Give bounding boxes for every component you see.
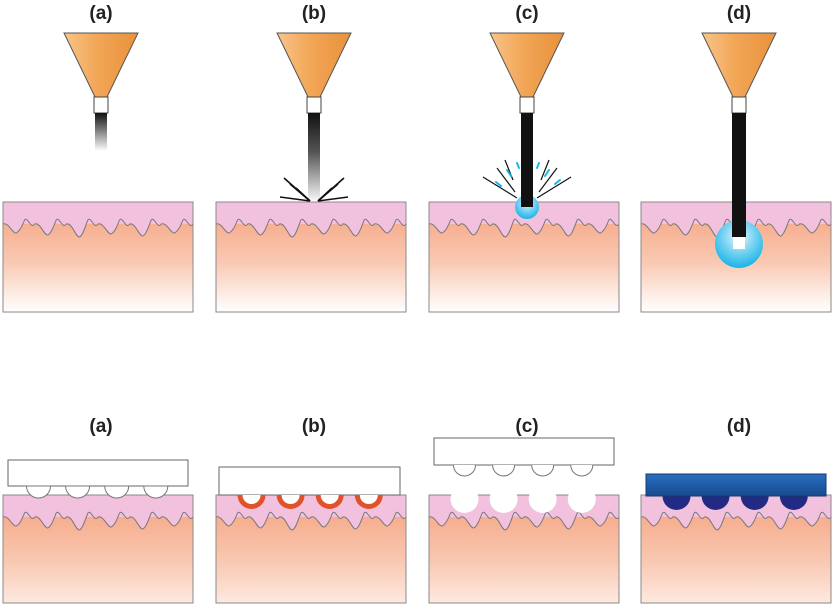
microneedle-patch-lifted [433, 437, 615, 466]
nozzle-tip [93, 96, 109, 114]
splash-line-1 [496, 167, 516, 193]
jet-stream-short [95, 113, 107, 151]
droplet-3 [554, 179, 561, 185]
epidermis-boundary [2, 511, 194, 531]
liquid-droplets [495, 162, 561, 187]
skin-block-bottom-1 [215, 494, 407, 604]
droplet-0 [506, 169, 512, 177]
nozzle-tip [306, 96, 322, 114]
epidermis-ridges [641, 212, 831, 238]
bottom-label-3: (d) [727, 416, 751, 437]
needle-core-3 [359, 495, 378, 504]
microneedle-3 [143, 485, 169, 499]
lifted-needle-3 [570, 464, 594, 477]
droplet-2 [544, 169, 550, 177]
splash-line-left-low [279, 196, 311, 202]
nozzle-0 [63, 32, 139, 114]
droplet-4 [516, 162, 520, 169]
dissolving-needle-3 [779, 496, 808, 511]
top-label-3: (d) [727, 3, 751, 24]
dissolving-needle-2 [740, 496, 769, 511]
epidermis-boundary [2, 218, 194, 238]
splash-lines [279, 177, 349, 202]
jet-stream [308, 113, 320, 200]
microneedle-1 [65, 485, 91, 499]
skin-outline [2, 494, 194, 604]
splash-line-0 [482, 176, 518, 199]
needle-core-2 [320, 495, 339, 504]
needle-core-1 [281, 495, 300, 504]
bottom-label-0: (a) [89, 416, 112, 437]
top-label-0: (a) [89, 3, 112, 24]
top-label-2: (c) [515, 3, 538, 24]
epidermis-ridges [429, 505, 619, 531]
epidermis-ridges [216, 505, 406, 531]
dissolving-needle-1 [701, 496, 730, 511]
epidermis-ridges [429, 212, 619, 238]
skin-hole-1 [489, 485, 518, 513]
jet-tip-core [733, 237, 745, 249]
lifted-needle-2 [531, 464, 555, 477]
splash-line-5 [317, 177, 345, 202]
splash-line-right-low [317, 196, 349, 202]
epidermis-boundary [215, 511, 407, 531]
nozzle-tip [519, 96, 535, 114]
bottom-label-2: (c) [515, 416, 538, 437]
microneedle-2 [104, 485, 130, 499]
nozzle-funnel [63, 32, 139, 98]
skin-hole-3 [567, 485, 596, 513]
skin-block-top-2 [428, 201, 620, 313]
epidermis-boundary [428, 218, 620, 238]
top-label-1: (b) [302, 3, 326, 24]
skin-block-bottom-0 [2, 494, 194, 604]
splash-lines [482, 159, 572, 199]
splash-line-4 [538, 167, 558, 193]
nozzle-2 [489, 32, 565, 114]
jet-stream-deep [732, 113, 746, 237]
needle-core-0 [242, 495, 261, 504]
epidermis-boundary [215, 218, 407, 238]
microneedle-patch [7, 459, 189, 487]
microneedle-patch [218, 466, 401, 496]
skin-hole-2 [528, 485, 557, 513]
microneedle-row [7, 437, 827, 513]
skin-outline [215, 201, 407, 313]
lifted-needle-1 [492, 464, 516, 477]
nozzle-funnel [489, 32, 565, 98]
jet-stream-solid [521, 113, 533, 207]
nozzle-3 [701, 32, 777, 114]
skin-block-bottom-3 [640, 494, 832, 604]
skin-outline [428, 494, 620, 604]
droplet-1 [495, 181, 502, 187]
skin-block-bottom-2 [428, 494, 620, 604]
nozzle-tip [731, 96, 747, 114]
skin-outline [2, 201, 194, 313]
epidermis-boundary [640, 511, 832, 531]
skin-blocks [2, 201, 832, 604]
dissolving-needle-0 [662, 496, 691, 511]
skin-hole-0 [450, 485, 479, 513]
skin-block-top-1 [215, 201, 407, 313]
nozzle-1 [276, 32, 352, 114]
droplet-5 [536, 162, 540, 169]
splash-line-2 [295, 187, 311, 202]
microneedle-0 [25, 485, 52, 499]
epidermis-ridges [3, 505, 193, 531]
splash-line-3 [536, 176, 572, 199]
epidermis-ridges [3, 212, 193, 238]
panel-labels: (a) (b) (c) (d) (a) (b) (c) (d) [89, 3, 751, 437]
nozzle-funnel [701, 32, 777, 98]
nozzle-funnel [276, 32, 352, 98]
dissolving-patch [645, 473, 827, 497]
lifted-needle-0 [453, 464, 476, 477]
bottom-label-1: (b) [302, 416, 326, 437]
epidermis-boundary [428, 511, 620, 531]
jet-injection-row [63, 32, 777, 268]
epidermis-ridges [641, 505, 831, 531]
splash-line-5 [540, 159, 550, 181]
skin-block-top-0 [2, 201, 194, 313]
epidermis-ridges [216, 212, 406, 238]
